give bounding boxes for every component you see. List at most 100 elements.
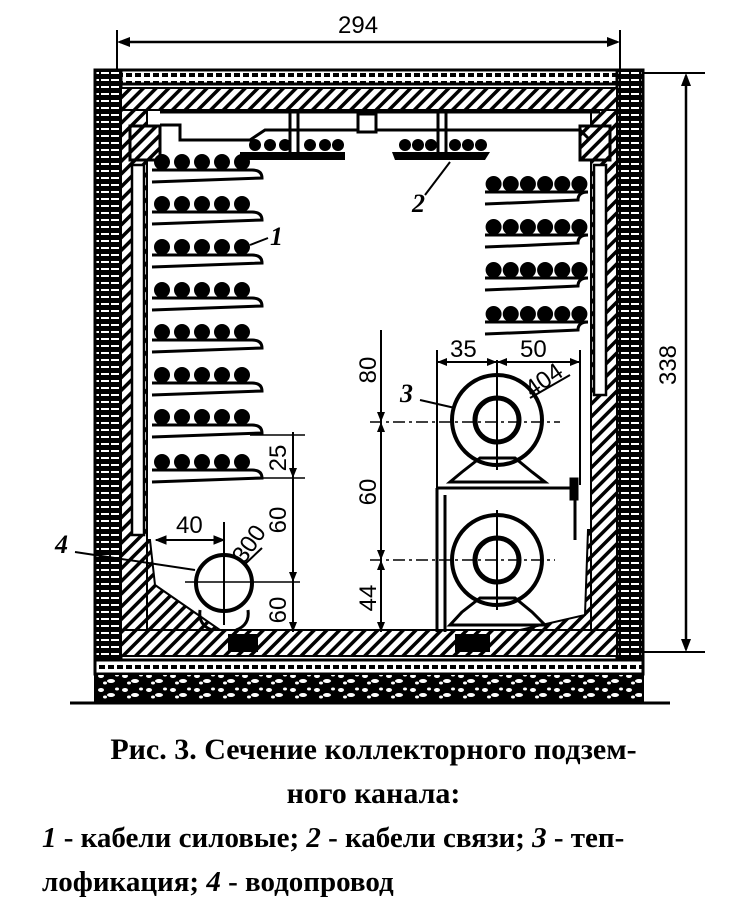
legend-num-4: 4 [206,866,221,898]
legend-text-3: - теп- [546,822,625,854]
power-cable [174,196,190,212]
legend-text-3b: лофикация; [42,866,207,898]
power-cable [519,262,536,278]
dim-label-60-upper: 60 [265,507,292,534]
power-cable [194,409,210,425]
power-cable [174,154,190,170]
cable-shelf-left [151,409,264,439]
power-cable [194,196,210,212]
dim-label-44: 44 [355,585,382,612]
power-cable [554,176,571,192]
power-cable [154,367,170,383]
callout-power-cables: 1 [270,222,283,251]
power-cable [485,306,502,322]
power-cable [554,262,571,278]
dimension-label-width: 294 [338,12,378,39]
cable-shelf-right [484,176,589,206]
figure-caption: Рис. 3. Сечение коллекторного подзем- но… [0,728,747,904]
power-cable [485,176,502,192]
power-cable [502,262,519,278]
cable-shelf-left [151,196,264,226]
dim-label-404: 404 [520,358,568,403]
dimension-chain-center: 80 60 44 [355,330,385,632]
caption-legend: 1 - кабели силовые; 2 - кабели связи; 3 … [0,816,747,904]
power-cable [154,409,170,425]
power-cable [154,282,170,298]
cable-shelf-left [151,282,264,312]
right-rack-post [592,163,608,397]
power-cable [234,454,250,470]
power-cable [154,454,170,470]
legend-text-4: - водопровод [220,866,394,898]
cable-shelf-left [151,324,264,354]
left-rack-post [130,163,146,537]
power-cable [214,367,230,383]
power-cable [214,196,230,212]
power-cable [194,324,210,340]
power-cable [154,196,170,212]
power-cable [485,219,502,235]
dim-label-35: 35 [450,336,477,363]
power-cable [537,219,554,235]
dim-label-40: 40 [176,512,203,539]
ceiling-bracket [160,110,600,155]
power-cable [214,409,230,425]
power-cable [537,306,554,322]
power-cable [234,154,250,170]
gravel-base [94,673,644,703]
comm-cable-trays: 2 [240,139,490,218]
power-cable [519,306,536,322]
power-cable [234,409,250,425]
power-cable [174,367,190,383]
power-cable [154,154,170,170]
heating-pipes [370,350,581,632]
power-cable [234,196,250,212]
callout-comm-cables: 2 [411,189,425,218]
power-cable [502,176,519,192]
power-cable [214,282,230,298]
power-cable [554,306,571,322]
power-cable [234,324,250,340]
cable-shelf-left [151,154,264,184]
power-cable [174,282,190,298]
power-cable [234,282,250,298]
power-cable [174,409,190,425]
collector-channel-section-drawing: 294 338 [54,12,705,705]
legend-text-1: - кабели силовые; [56,822,307,854]
callout-water: 4 [54,530,68,559]
power-cable [154,239,170,255]
legend-num-1: 1 [42,822,57,854]
dim-label-80: 80 [355,357,382,384]
power-cable [537,262,554,278]
dimension-label-height: 338 [655,345,682,385]
power-cable-racks-left [151,154,264,484]
legend-num-2: 2 [306,822,321,854]
power-cable [214,454,230,470]
power-cable [234,367,250,383]
power-cable [194,367,210,383]
power-cable [154,324,170,340]
power-cable [571,176,588,192]
power-cable [194,239,210,255]
power-cable [571,306,588,322]
power-cable [194,454,210,470]
power-cable [174,239,190,255]
power-cable [571,262,588,278]
dim-label-25: 25 [265,445,292,472]
dim-label-60-lower: 60 [265,597,292,624]
dim-label-60-center: 60 [355,479,382,506]
power-cable [502,219,519,235]
power-cable [502,306,519,322]
dimension-overall-width: 294 [116,12,621,72]
caption-title-line2: ного канала: [286,777,461,810]
cable-shelf-right [484,262,589,292]
power-cable [554,219,571,235]
drain-channels [228,634,490,652]
power-cable-racks-right [484,176,589,336]
power-cable [194,282,210,298]
power-cable [214,239,230,255]
power-cable [174,454,190,470]
cable-shelf-left [151,367,264,397]
power-cable [174,324,190,340]
power-cable [234,239,250,255]
